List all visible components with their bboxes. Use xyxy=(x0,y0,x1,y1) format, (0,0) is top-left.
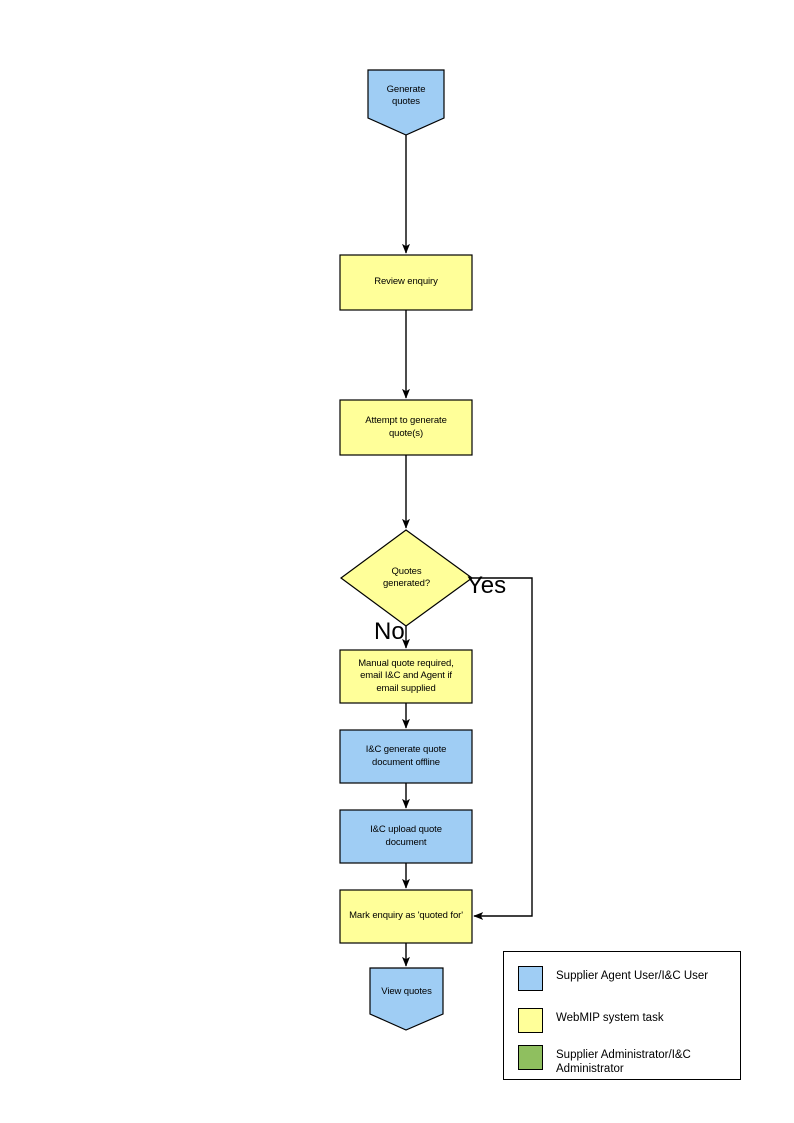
edge-decision-yes-to-mark xyxy=(472,577,533,920)
shape-view-quotes[interactable] xyxy=(369,967,444,1031)
legend-item-system: WebMIP system task xyxy=(518,1008,664,1033)
shape-quotes-generated-decision[interactable] xyxy=(339,529,474,627)
shape-attempt-generate-quotes[interactable] xyxy=(339,399,473,456)
legend-swatch-system-task xyxy=(518,1008,543,1033)
legend-label-user-task: Supplier Agent User/I&C User xyxy=(556,970,709,982)
node-shapes xyxy=(339,69,474,1031)
shape-mark-enquiry-quoted-for[interactable] xyxy=(339,889,473,944)
shape-review-enquiry[interactable] xyxy=(339,254,473,311)
legend: Supplier Agent User/I&C User WebMIP syst… xyxy=(503,951,741,1080)
branch-label-no: No xyxy=(374,618,405,645)
shape-manual-quote-required[interactable] xyxy=(339,649,473,704)
branch-label-yes: Yes xyxy=(467,572,507,599)
legend-label-system-task: WebMIP system task xyxy=(556,1012,664,1024)
shape-generate-quotes[interactable] xyxy=(367,69,445,136)
legend-swatch-admin-task xyxy=(518,1045,543,1070)
legend-swatch-user-task xyxy=(518,966,543,991)
legend-item-user: Supplier Agent User/I&C User xyxy=(518,966,708,991)
legend-item-admin: Supplier Administrator/I&C Administrator xyxy=(518,1045,691,1076)
legend-label-admin-task: Supplier Administrator/I&C Administrator xyxy=(556,1049,691,1075)
shape-ic-generate-quote-offline[interactable] xyxy=(339,729,473,784)
shape-ic-upload-quote-document[interactable] xyxy=(339,809,473,864)
connectors xyxy=(402,135,533,967)
